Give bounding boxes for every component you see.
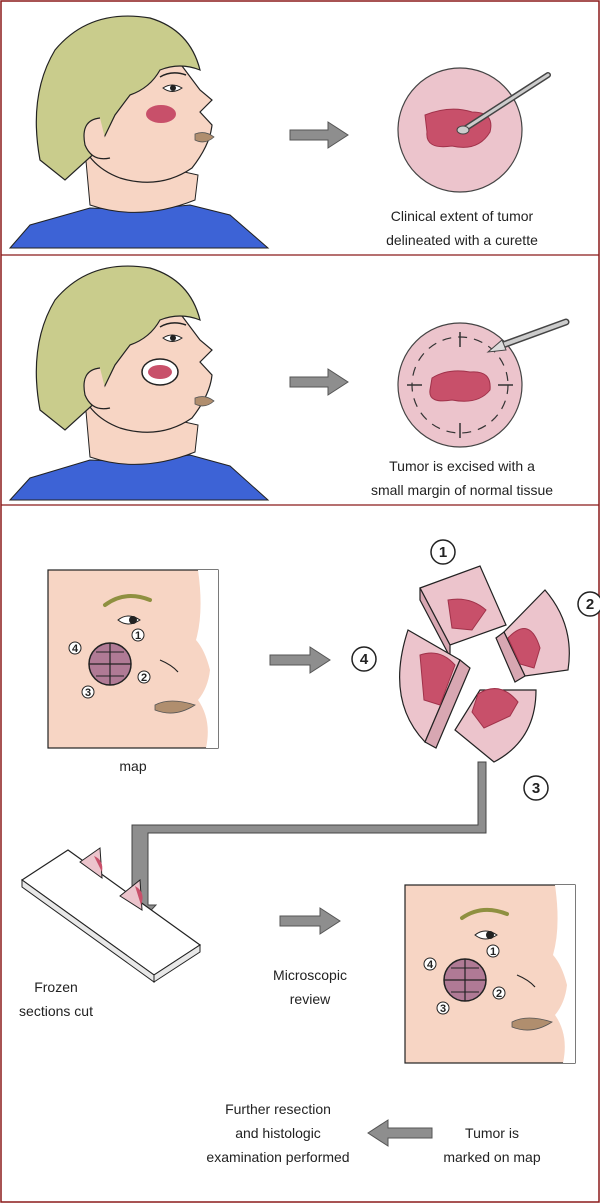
- gray-arrow-icon: [368, 1120, 432, 1146]
- map-label: map: [119, 758, 146, 774]
- step2-caption-line1: Tumor is excised with a: [389, 458, 535, 474]
- quadrant-number: 3: [532, 780, 540, 797]
- map-piece-number: 2: [496, 988, 502, 1000]
- map-piece-number: 4: [72, 643, 79, 655]
- tumor-marked-line2: marked on map: [443, 1149, 540, 1165]
- further-resection-line1: Further resection: [225, 1101, 331, 1117]
- review-label-line1: Microscopic: [273, 967, 347, 983]
- marked-map: [405, 885, 575, 1063]
- quadrant-number: 4: [360, 651, 369, 668]
- excised-tissue-quadrants: [352, 540, 600, 800]
- slide-label-line1: Frozen: [34, 979, 78, 995]
- gray-arrow-icon: [290, 369, 348, 395]
- further-resection-line2: and histologic: [235, 1125, 321, 1141]
- map-piece-number: 3: [440, 1003, 446, 1015]
- map-piece-number: 1: [490, 946, 496, 958]
- gray-arrow-icon: [270, 647, 330, 673]
- step2-patient-head: [10, 266, 268, 500]
- quadrant-number: 2: [586, 596, 594, 613]
- map-piece-number: 2: [141, 672, 147, 684]
- step2-caption-line2: small margin of normal tissue: [371, 482, 553, 498]
- step1-closeup: [398, 68, 548, 192]
- map-piece-number: 1: [135, 630, 141, 642]
- tumor-on-cheek: [148, 365, 172, 379]
- step1-caption-line2: delineated with a curette: [386, 232, 538, 248]
- step2-closeup: [398, 322, 566, 447]
- map-piece-number: 4: [427, 959, 434, 971]
- tumor-on-cheek: [146, 105, 176, 123]
- tumor-marked-line1: Tumor is: [465, 1125, 519, 1141]
- gray-arrow-icon: [290, 122, 348, 148]
- slide-label-line2: sections cut: [19, 1003, 93, 1019]
- step1-caption-line1: Clinical extent of tumor: [391, 208, 534, 224]
- gray-arrow-icon: [280, 908, 340, 934]
- step3-map: [48, 570, 218, 748]
- quadrant-number: 1: [439, 544, 447, 561]
- review-label-line2: review: [290, 991, 331, 1007]
- glass-slide: [22, 848, 200, 982]
- further-resection-line3: examination performed: [206, 1149, 349, 1165]
- map-piece-number: 3: [85, 687, 91, 699]
- step1-patient-head: [10, 16, 268, 248]
